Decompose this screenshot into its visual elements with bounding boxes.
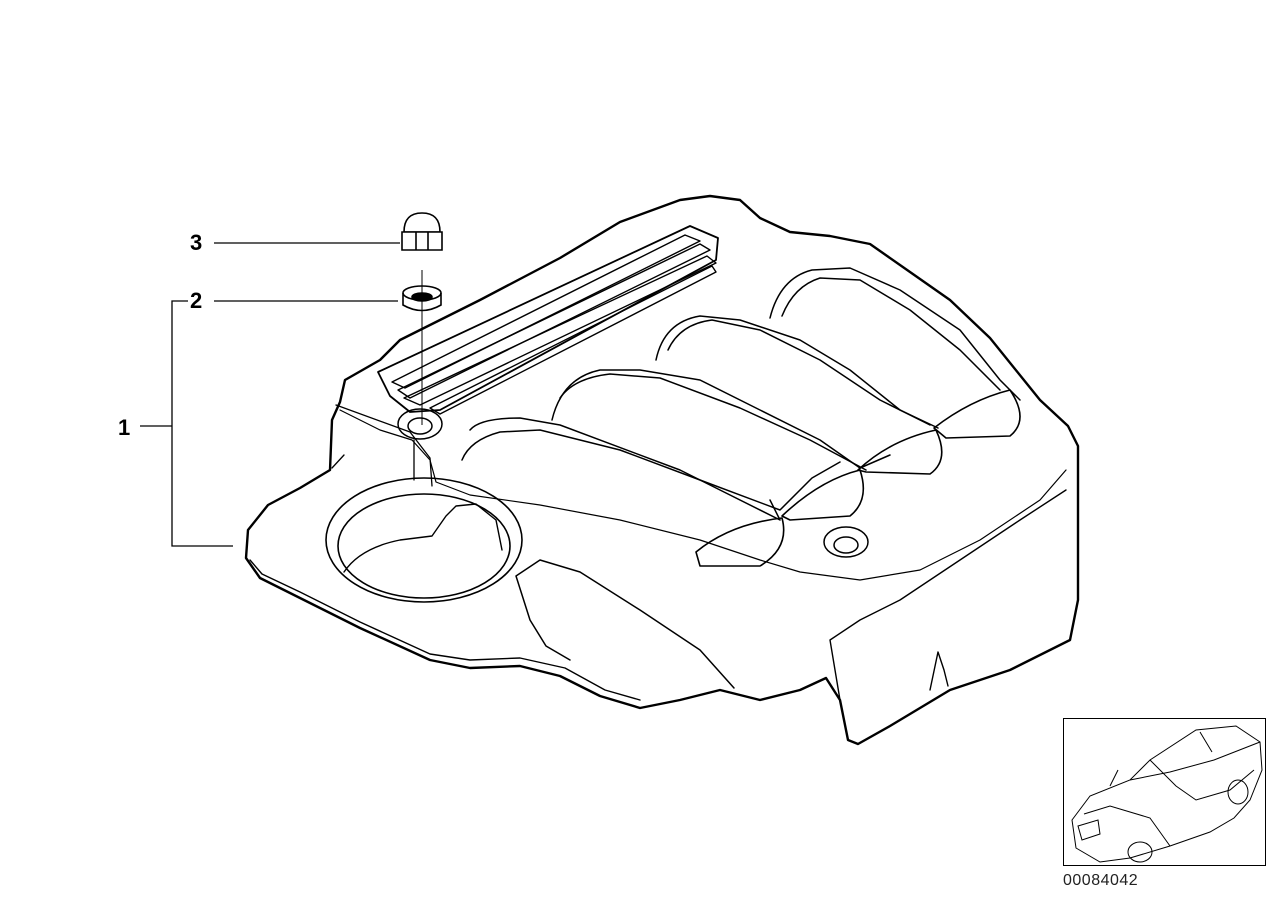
callout-3: 3 — [190, 230, 203, 255]
engine-cover-inner-edge — [339, 409, 1067, 581]
leader-bracket-1 — [140, 300, 233, 547]
engine-cover-outline — [244, 194, 1080, 746]
engine-cover-lower-skirt — [829, 489, 1067, 701]
engine-cover-flange — [249, 559, 641, 701]
mounting-hole-center — [823, 526, 869, 558]
side-slot — [929, 651, 949, 691]
diagram-reference-number: 00084042 — [1063, 872, 1139, 889]
callout-1: 1 — [118, 415, 131, 440]
vehicle-locator-drawing — [1071, 725, 1263, 863]
engine-cover — [244, 194, 1080, 746]
ribbed-plate — [377, 225, 719, 415]
front-ledge-side — [331, 439, 415, 481]
oil-filler-opening — [325, 477, 523, 603]
callout-2: 2 — [190, 288, 203, 313]
vehicle-locator-frame — [1063, 718, 1266, 866]
front-ledge — [335, 404, 433, 487]
intake-runners — [461, 267, 1021, 567]
grommet — [402, 285, 442, 312]
mounting-hole-front — [397, 408, 443, 440]
cap-nut — [401, 212, 443, 251]
lower-duct — [515, 559, 735, 689]
